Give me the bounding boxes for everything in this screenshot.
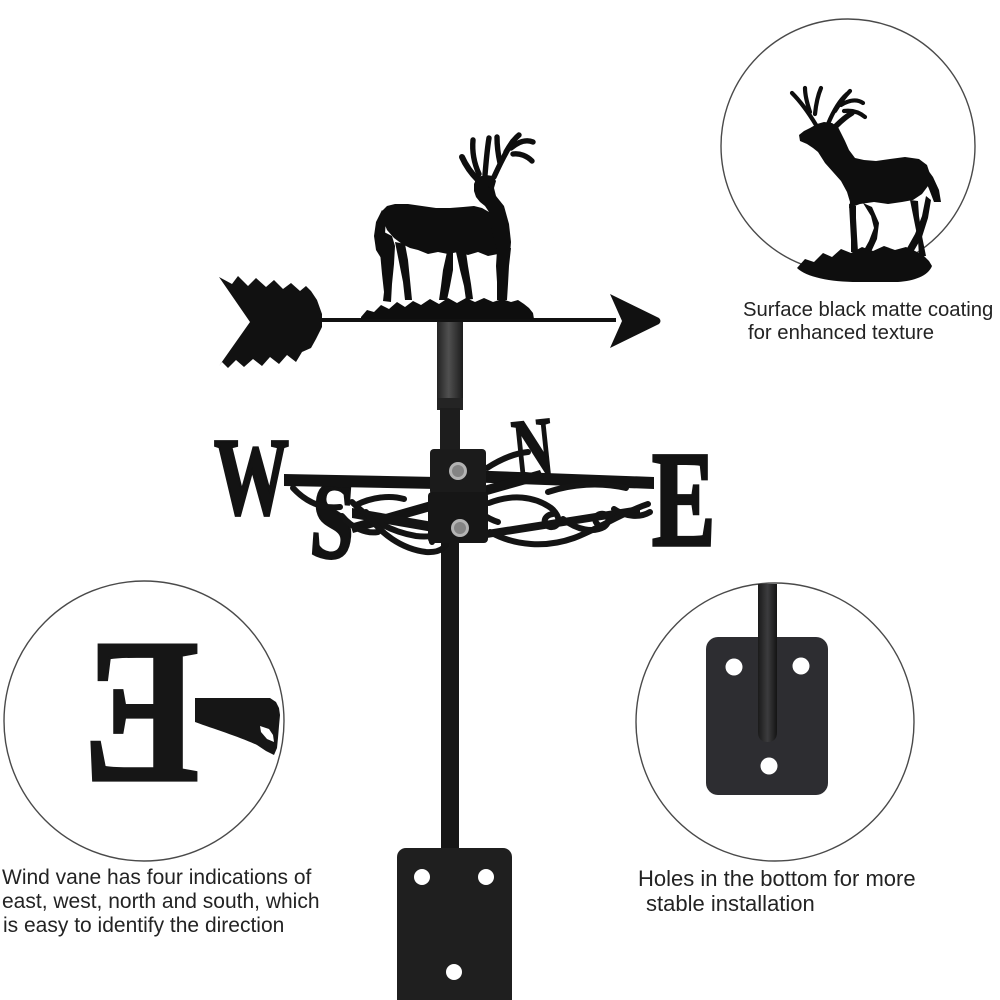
svg-text:W: W: [214, 417, 289, 539]
svg-text:E: E: [652, 424, 715, 575]
svg-text:E: E: [83, 597, 199, 825]
